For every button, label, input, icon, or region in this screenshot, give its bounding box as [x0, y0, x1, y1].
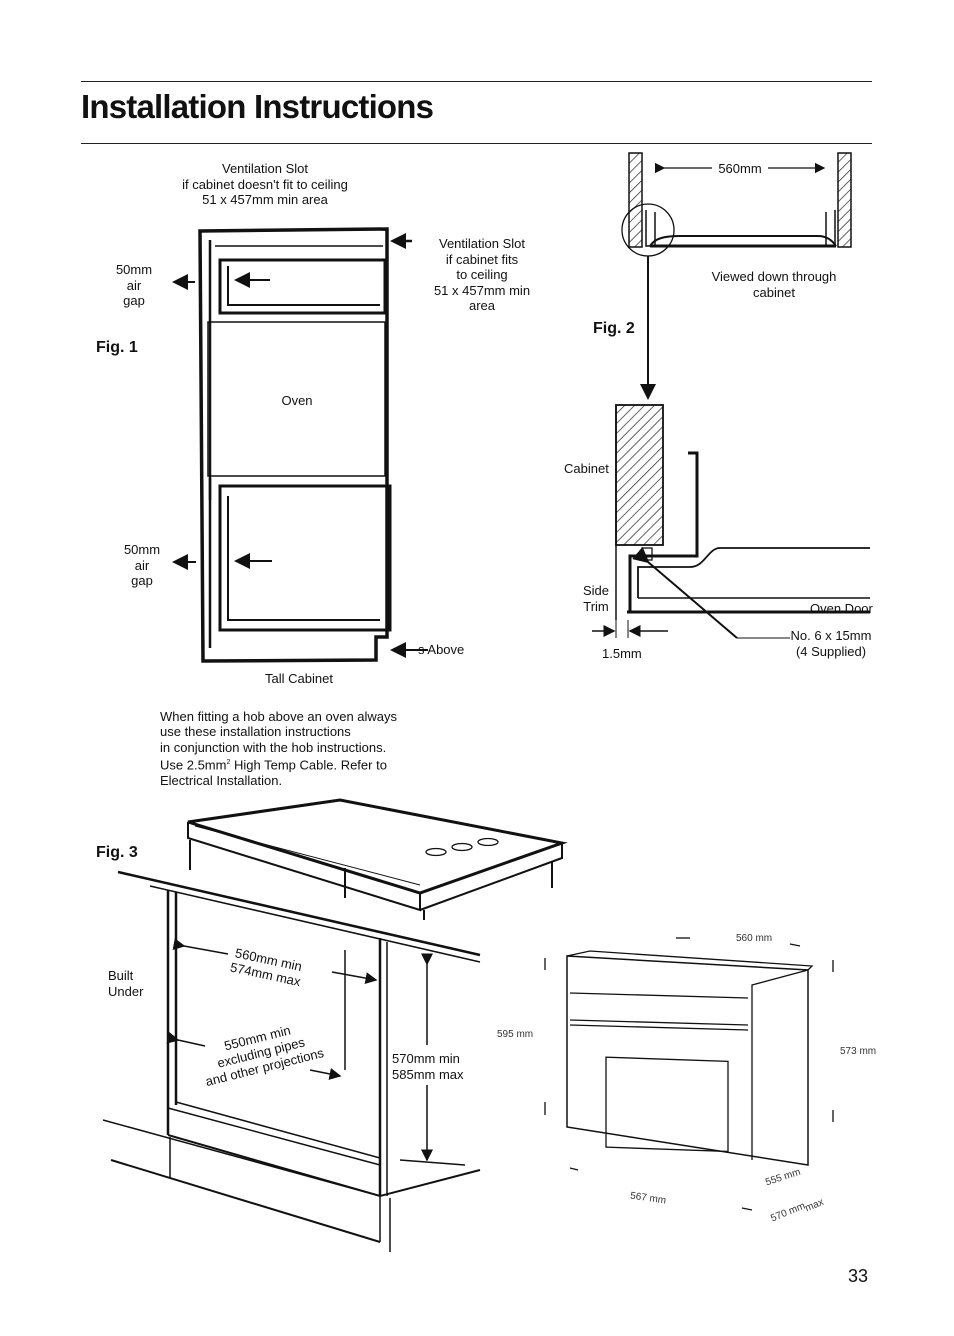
- fig2-plan-view: [621, 152, 852, 400]
- page-title: Installation Instructions: [81, 88, 434, 125]
- fig2-width-label: 560mm: [718, 161, 762, 176]
- fig1-air-gap-bottom-line3: gap: [131, 573, 153, 588]
- fig3-built-under-label: Built Under: [108, 968, 143, 999]
- fig1-air-gap-top-label: 50mm air gap: [104, 262, 164, 309]
- fig1-air-gap-bottom-line2: air: [134, 557, 150, 573]
- fig1-air-gap-bottom-line1: 50mm: [123, 542, 161, 557]
- fig2-viewed-label: Viewed down through cabinet: [700, 269, 848, 300]
- fig2-gap-label: 1.5mm: [602, 646, 642, 661]
- fig2-cabinet-label: Cabinet: [564, 461, 609, 476]
- fig3-built-under-line2: Under: [108, 983, 144, 999]
- fig1-vent-right-line2: if cabinet fits: [445, 251, 519, 267]
- hob-note-line4-a: Use 2.5mm: [160, 757, 227, 773]
- fig1-vent-top-line1: Ventilation Slot: [221, 161, 308, 176]
- fig3-height-range-line1: 570mm min: [392, 1051, 460, 1066]
- fig2-screw-label: No. 6 x 15mm (4 Supplied): [776, 628, 886, 659]
- fig3-oven-dimensions-drawing: [544, 937, 834, 1211]
- hob-note-line4-b: High Temp Cable. Refer to: [230, 757, 387, 773]
- fig3-cabinet-drawing: [102, 870, 481, 1252]
- fig3-dim-height-right: 573 mm: [840, 1046, 877, 1057]
- fig1-vent-right-line4: 51 x 457mm min: [433, 282, 531, 298]
- fig1-label: Fig. 1: [96, 339, 138, 356]
- fig1-airflow-arrows: [172, 233, 428, 658]
- header-rule-bottom: [81, 143, 872, 144]
- hob-note-line4: Use 2.5mm2 High Temp Cable. Refer to: [160, 755, 397, 773]
- fig1-vent-top-line2: if cabinet doesn't fit to ceiling: [182, 176, 348, 192]
- fig2-side-trim-label: Side Trim: [574, 583, 618, 614]
- fig3-height-range-line2: 585mm max: [392, 1066, 464, 1082]
- fig1-vent-right-label: Ventilation Slot if cabinet fits to ceil…: [417, 236, 547, 314]
- fig1-oven-label: Oven: [281, 393, 313, 408]
- page-number: 33: [848, 1266, 869, 1286]
- hob-note-line3: in conjunction with the hob instructions…: [160, 739, 387, 755]
- fig1-vent-top-label: Ventilation Slot if cabinet doesn't fit …: [160, 161, 370, 208]
- fig1-tall-cabinet-drawing: [198, 227, 392, 663]
- fig3-built-under-line1: Built: [108, 968, 134, 983]
- fig1-air-gap-top-line1: 50mm: [115, 262, 153, 277]
- fig2-label: Fig. 2: [593, 320, 635, 337]
- hob-note-line5: Electrical Installation.: [160, 772, 283, 788]
- fig1-vent-top-line3: 51 x 457mm min area: [202, 192, 328, 207]
- fig1-vent-right-line1: Ventilation Slot: [438, 236, 525, 251]
- fig2-viewed-line1: Viewed down through: [711, 269, 837, 284]
- fig3-dim-height-left: 595 mm: [497, 1029, 534, 1040]
- fig2-side-trim-line1: Side: [582, 583, 610, 598]
- fig2-viewed-line2: cabinet: [753, 284, 795, 300]
- fig3-dim-width: 560 mm: [736, 933, 773, 944]
- fig2-screw-line2: (4 Supplied): [795, 643, 867, 659]
- fig2-oven-door-label: Oven Door: [810, 601, 873, 616]
- hob-note-line1: When fitting a hob above an oven always: [160, 709, 398, 724]
- fig3-height-range-label: 570mm min 585mm max: [392, 1051, 464, 1082]
- fig1-air-gap-bottom-label: 50mm air gap: [112, 542, 172, 589]
- fig3-label: Fig. 3: [96, 844, 138, 861]
- fig3-hob-drawing: [187, 798, 568, 920]
- fig2-screw-line1: No. 6 x 15mm: [790, 628, 872, 643]
- hob-note: When fitting a hob above an oven always …: [160, 709, 397, 788]
- fig1-tall-cabinet-label: Tall Cabinet: [265, 671, 333, 686]
- fig1-vent-right-line5: area: [468, 298, 496, 313]
- fig2-detail: [592, 404, 870, 639]
- fig2-side-trim-line2: Trim: [583, 598, 609, 614]
- fig1-above-label: s Above: [418, 642, 465, 657]
- fig1-vent-right-line3: to ceiling: [456, 267, 508, 282]
- fig1-air-gap-top-line2: air: [126, 277, 142, 293]
- header-rule-top: [81, 81, 872, 82]
- hob-note-line4-sup: 2: [226, 758, 231, 766]
- hob-note-line2: use these installation instructions: [160, 724, 351, 740]
- fig1-air-gap-top-line3: gap: [123, 293, 145, 308]
